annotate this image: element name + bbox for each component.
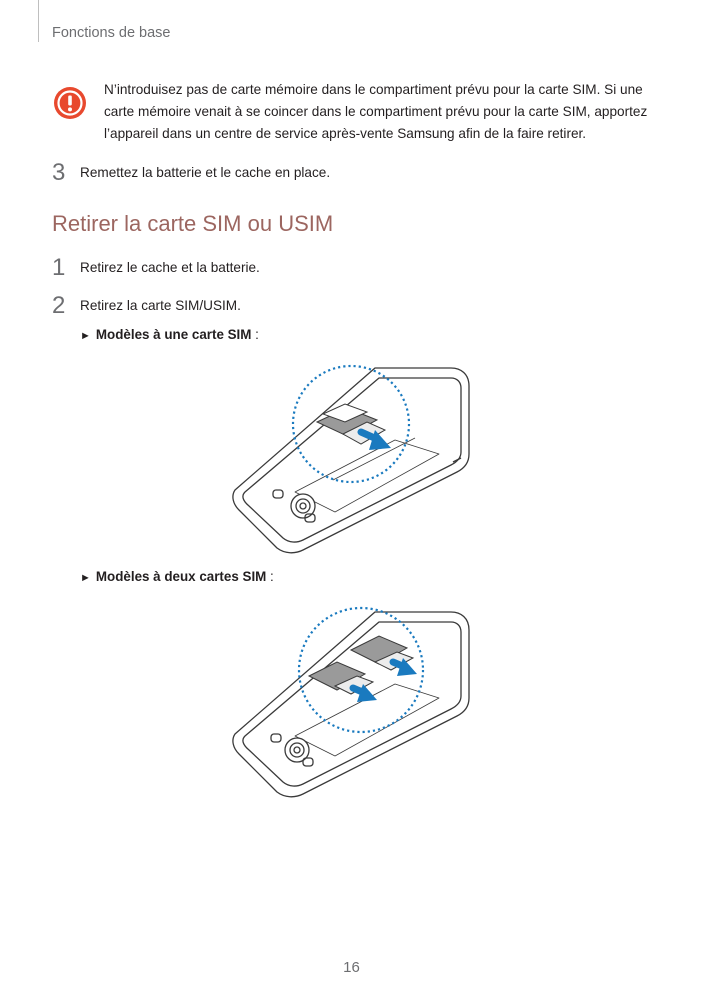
triangle-right-icon: ► (80, 330, 91, 342)
dotted-focus-circle (297, 606, 425, 734)
arrow-right-down-icon (349, 684, 377, 702)
step-number: 3 (52, 159, 66, 186)
step-number: 1 (52, 254, 66, 281)
step-text: Retirez le cache et la batterie. (80, 260, 260, 275)
caution-text: N’introduisez pas de carte mémoire dans … (104, 82, 648, 141)
single-sim-label: ► Modèles à une carte SIM : (80, 327, 259, 342)
model-label-suffix: : (251, 327, 259, 342)
step-number: 2 (52, 292, 66, 319)
exclamation-warning-icon (54, 87, 86, 119)
step-text: Retirez la carte SIM/USIM. (80, 298, 241, 313)
section-header: Fonctions de base (52, 25, 171, 41)
arrow-right-down-icon (389, 658, 417, 676)
model-label-text: Modèles à une carte SIM (95, 327, 252, 342)
model-label-text: Modèles à deux cartes SIM (95, 569, 267, 584)
dual-sim-removal-illustration (232, 606, 470, 798)
step-text: Remettez la batterie et le cache en plac… (80, 165, 331, 180)
triangle-right-icon: ► (80, 572, 91, 584)
header-rule (38, 0, 39, 42)
page-number: 16 (343, 959, 360, 976)
model-label-suffix: : (266, 569, 274, 584)
section-title: Retirer la carte SIM ou USIM (52, 211, 334, 236)
dual-sim-label: ► Modèles à deux cartes SIM : (80, 569, 274, 584)
single-sim-removal-illustration (232, 364, 470, 554)
arrow-right-down-icon (357, 428, 391, 450)
dotted-focus-circle (291, 364, 411, 484)
